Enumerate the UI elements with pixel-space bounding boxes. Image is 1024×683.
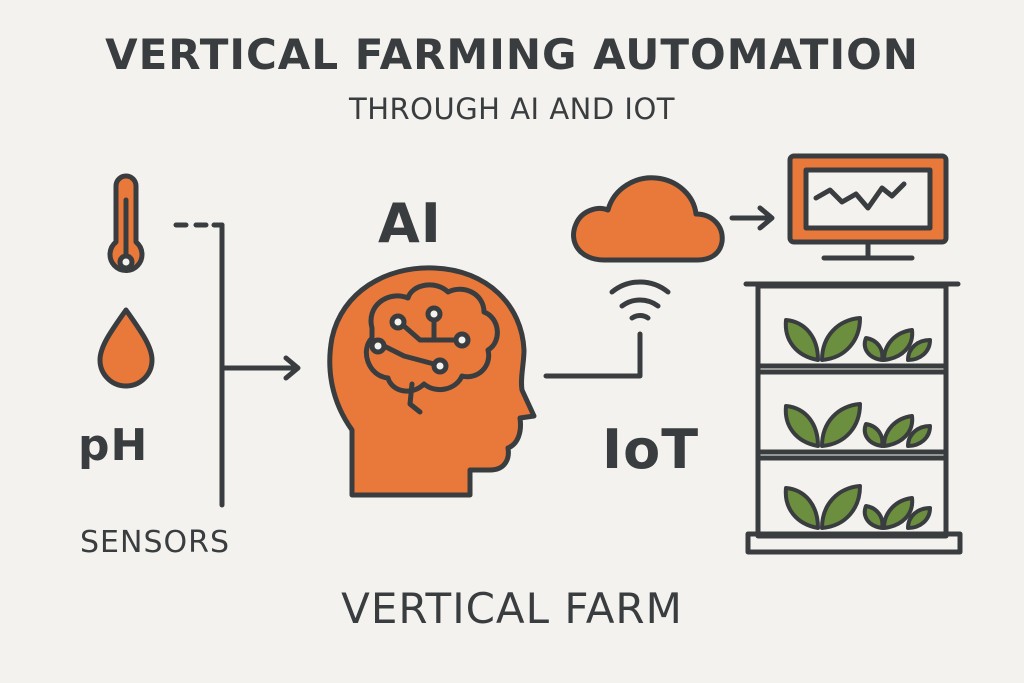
vertical-farm-label: VERTICAL FARM — [341, 584, 683, 633]
cloud-icon — [571, 175, 725, 263]
arrow-to-monitor — [729, 205, 775, 231]
water-drop-icon — [97, 307, 155, 389]
ai-iot-connector — [543, 331, 643, 379]
plant-shelf-icon — [743, 281, 963, 555]
ph-label: pH — [78, 420, 149, 471]
sensor-connector — [173, 222, 299, 508]
monitor-chart-icon — [787, 153, 949, 261]
diagram-subtitle: THROUGH AI AND IOT — [348, 92, 675, 126]
sensors-label: SENSORS — [80, 525, 230, 560]
arrow-to-ai — [283, 355, 301, 381]
iot-label: IoT — [602, 418, 700, 481]
ai-label: AI — [378, 192, 442, 255]
thermometer-icon — [107, 173, 145, 273]
brain-head-icon — [327, 265, 537, 498]
diagram-title: VERTICAL FARMING AUTOMATION — [105, 30, 919, 79]
wifi-signal-icon — [609, 279, 671, 321]
